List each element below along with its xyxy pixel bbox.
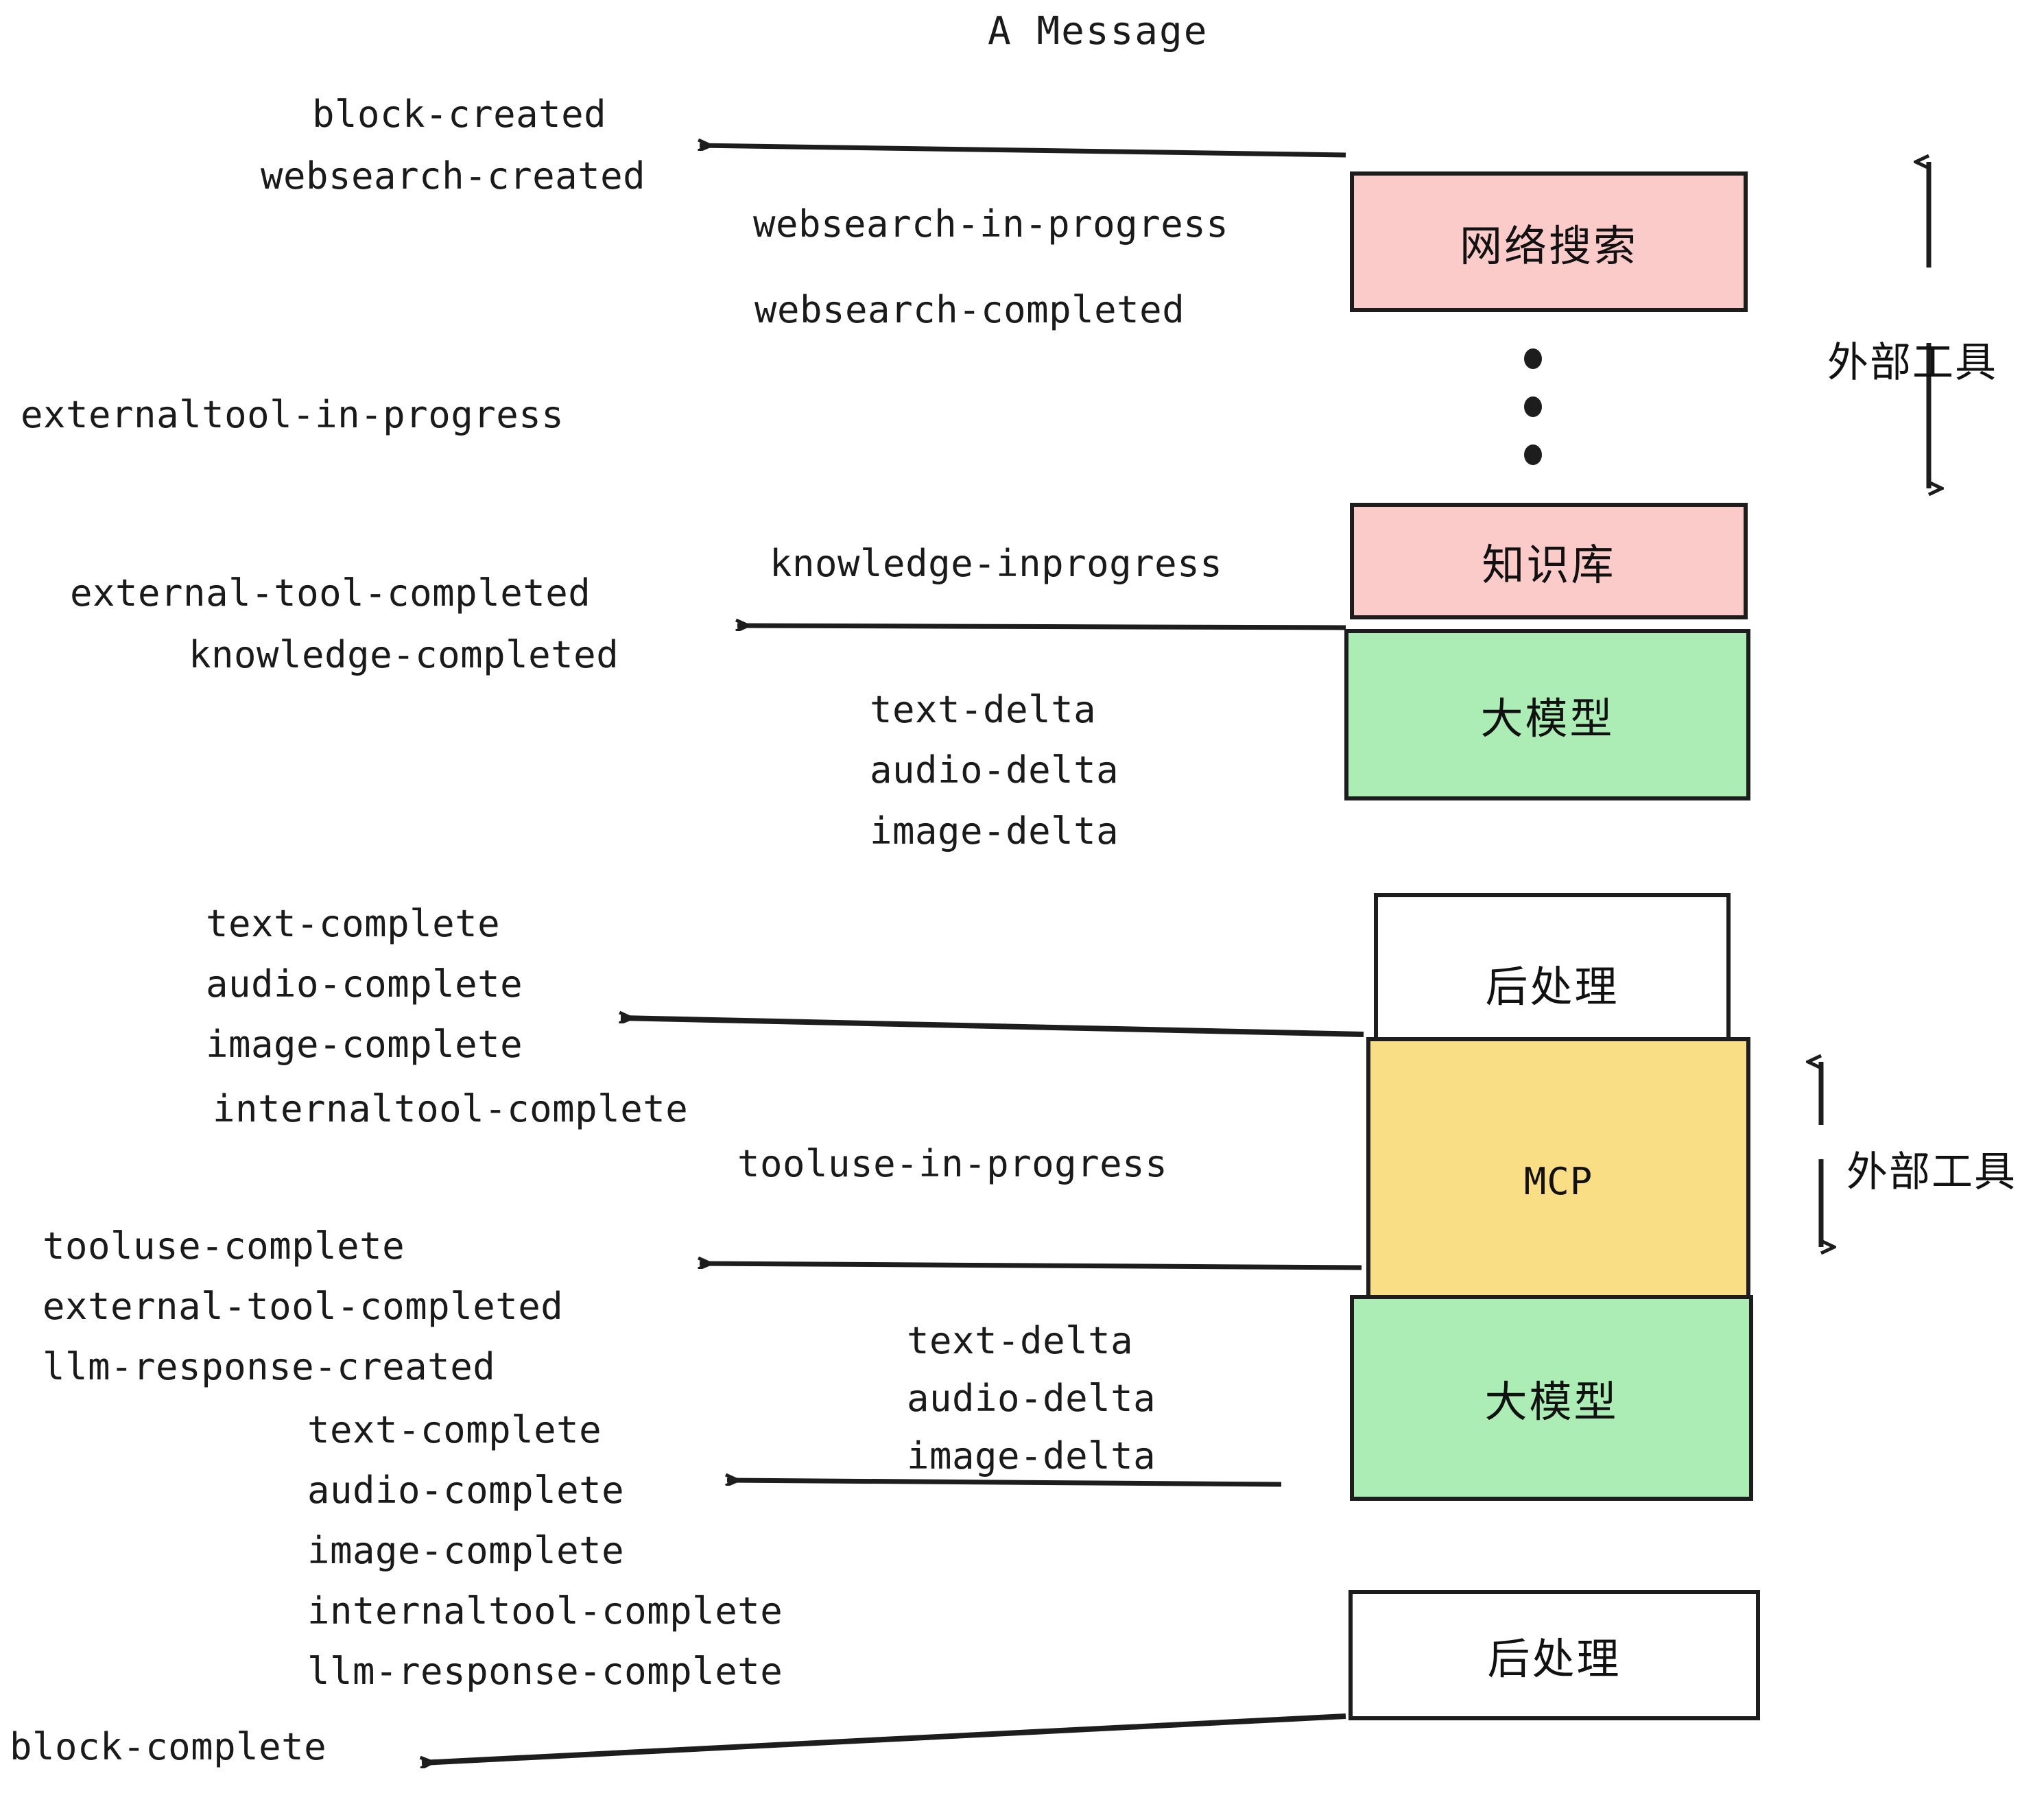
ellipsis-dot (1524, 348, 1542, 369)
node-mcp[interactable]: MCP (1366, 1037, 1750, 1325)
event-label-audio-complete-1: audio-complete (206, 962, 523, 1006)
event-label-knowledge-inprogress: knowledge-inprogress (770, 542, 1223, 585)
event-label-tooluse-in-progress: tooluse-in-progress (737, 1142, 1168, 1185)
ellipsis-dot (1524, 396, 1542, 417)
node-llm-top[interactable]: 大模型 (1344, 629, 1750, 800)
event-label-image-delta-2: image-delta (907, 1434, 1156, 1477)
node-websearch[interactable]: 网络搜索 (1350, 171, 1748, 312)
page-title: A Message (988, 9, 1209, 54)
event-label-text-delta-2: text-delta (907, 1319, 1134, 1362)
arrow-postprocess-to-block-complete (422, 1713, 1346, 1763)
event-label-websearch-created: websearch-created (261, 154, 646, 198)
annotation-external-tools-top: 外部工具 (1827, 339, 1997, 387)
event-label-tooluse-complete: tooluse-complete (43, 1224, 405, 1268)
event-label-websearch-completed: websearch-completed (754, 288, 1185, 331)
arrow-llm-to-image-complete (621, 1018, 1364, 1037)
annotation-external-tools-bottom: 外部工具 (1846, 1148, 2017, 1196)
node-postprocess-bottom-label: 后处理 (1487, 1634, 1621, 1684)
event-label-internaltool-complete-2: internaltool-complete (307, 1589, 783, 1633)
arrow-llm-bottom-to-audio-complete (727, 1480, 1282, 1487)
event-label-text-delta-1: text-delta (870, 688, 1097, 731)
event-label-image-complete-1: image-complete (206, 1023, 523, 1066)
event-label-external-tool-completed-2: external-tool-completed (43, 1285, 564, 1328)
node-llm-bottom-label: 大模型 (1484, 1377, 1619, 1427)
node-postprocess-bottom[interactable]: 后处理 (1348, 1590, 1760, 1720)
event-label-externaltool-in-progress: externaltool-in-progress (21, 393, 565, 436)
node-knowledge[interactable]: 知识库 (1350, 503, 1748, 619)
event-label-image-delta-1: image-delta (870, 809, 1119, 853)
node-mcp-label: MCP (1523, 1159, 1593, 1203)
node-websearch-label: 网络搜索 (1459, 220, 1638, 271)
event-label-image-complete-2: image-complete (307, 1529, 625, 1572)
event-label-text-complete-2: text-complete (307, 1408, 602, 1451)
node-knowledge-label: 知识库 (1482, 540, 1616, 590)
event-label-text-complete-1: text-complete (206, 902, 501, 945)
event-label-external-tool-completed-1: external-tool-completed (70, 571, 591, 615)
event-label-websearch-in-progress: websearch-in-progress (753, 202, 1229, 246)
event-label-llm-response-created: llm-response-created (43, 1345, 496, 1388)
arrow-knowledge-to-completed (737, 626, 1346, 628)
node-llm-bottom[interactable]: 大模型 (1350, 1295, 1753, 1501)
event-label-llm-response-complete: llm-response-complete (307, 1650, 783, 1693)
node-llm-top-label: 大模型 (1480, 693, 1615, 744)
arrow-mcp-to-tooluse-complete (700, 1263, 1362, 1270)
event-label-block-created: block-created (312, 93, 607, 136)
event-label-audio-complete-2: audio-complete (307, 1469, 625, 1512)
event-label-audio-delta-2: audio-delta (907, 1377, 1156, 1420)
event-label-internaltool-complete-1: internaltool-complete (213, 1087, 689, 1130)
event-label-audio-delta-1: audio-delta (870, 748, 1119, 792)
event-label-knowledge-completed: knowledge-completed (189, 633, 619, 676)
arrow-websearch-to-block-created (700, 145, 1346, 158)
node-postprocess-top-label: 后处理 (1485, 962, 1619, 1012)
ellipsis-dot (1524, 444, 1542, 465)
event-label-block-complete: block-complete (10, 1725, 327, 1768)
